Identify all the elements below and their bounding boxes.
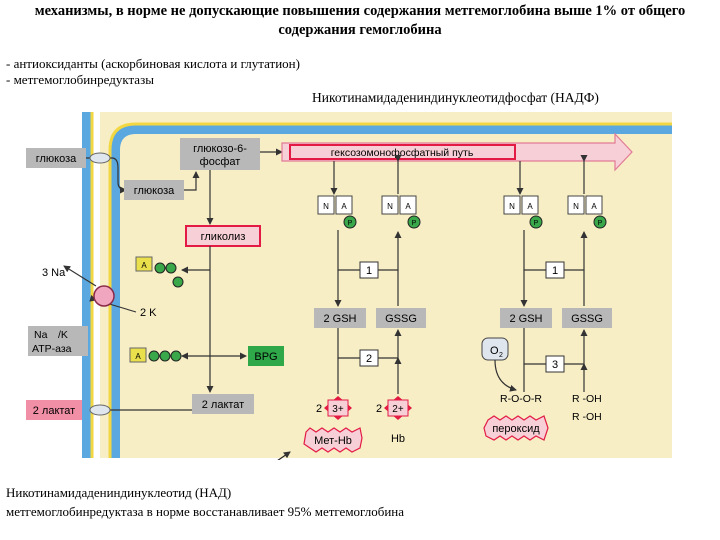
svg-text:N: N: [509, 202, 515, 211]
lactate-out-label: 2 лактат: [33, 405, 75, 417]
page-title: механизмы, в норме не допускающие повыше…: [34, 3, 686, 38]
svg-text:/K: /K: [58, 329, 68, 341]
svg-text:Na: Na: [34, 329, 48, 341]
pentose-path-box: [289, 144, 516, 160]
erythrocyte-metabolism-diagram: глюкоза глюкоза глюкозо-6- фосфат гексоз…: [26, 112, 672, 460]
svg-text:P: P: [412, 220, 417, 227]
peroxide-label: пероксид: [492, 423, 540, 435]
svg-text:P: P: [534, 220, 539, 227]
step-1-left: 1: [366, 265, 372, 277]
svg-text:2: 2: [376, 403, 382, 415]
svg-text:N: N: [387, 202, 393, 211]
roh-label-1: R -OH: [572, 393, 602, 405]
svg-text:A: A: [405, 202, 411, 211]
footer-text: метгемоглобинредуктаза в норме восстанав…: [6, 504, 405, 519]
svg-text:N: N: [323, 202, 329, 211]
gssg-label-right: GSSG: [571, 313, 603, 325]
gssg-box-right: [562, 308, 612, 328]
lactate-in-box: [192, 394, 254, 414]
gssg-box-left: [376, 308, 426, 328]
pentose-path-label: гексозомонофосфатный путь: [331, 147, 474, 159]
lactate-in-label: 2 лактат: [202, 399, 244, 411]
atp-molecule-top: A: [135, 256, 184, 288]
nadp-cycle-right: N A P N A P 1 2 GSH GSSG 3: [500, 155, 612, 392]
svg-text:A: A: [141, 261, 147, 270]
svg-text:2: 2: [499, 352, 503, 359]
bullet-reductases: - метгемоглобинредуктазы: [6, 72, 154, 87]
methb-badge: [303, 427, 363, 453]
glucose-out-label: глюкоза: [36, 153, 77, 165]
fe2-label: 2+: [392, 404, 404, 415]
nadph-label: Никотинамидадениндинуклеотидфосфат (НАДФ…: [312, 90, 599, 105]
gsh-box-right: [500, 308, 552, 328]
svg-text:P: P: [348, 220, 353, 227]
step-1-right: 1: [552, 265, 558, 277]
fe3-label: 3+: [332, 404, 344, 415]
g6p-label-2: фосфат: [200, 156, 241, 168]
lactate-out-box: [26, 400, 82, 420]
svg-text:N: N: [573, 202, 579, 211]
glucose-out-box: [26, 148, 86, 168]
hb-label: Hb: [391, 433, 405, 445]
step-3-right: 3: [552, 359, 558, 371]
svg-text:ATP-аза: ATP-аза: [32, 343, 72, 355]
svg-text:A: A: [591, 202, 597, 211]
k-label: 2 K: [140, 307, 157, 319]
glycolysis-box: [185, 225, 261, 247]
gsh-label-left: 2 GSH: [323, 313, 356, 325]
na-label: 3 Na: [42, 267, 66, 279]
peroxide-badge: [483, 415, 549, 441]
g6p-box: [180, 138, 260, 170]
bpg-label: BPG: [254, 351, 277, 363]
atpase-box: [28, 326, 88, 356]
roor-label: R-O-O-R: [500, 393, 542, 405]
svg-text:A: A: [341, 202, 347, 211]
svg-text:P: P: [598, 220, 603, 227]
nad-label: Никотинамидадениндинуклеотид (НАД): [6, 485, 232, 500]
atpase-pump: [93, 285, 115, 307]
bpg-box: [248, 346, 284, 366]
step-2-left: 2: [366, 353, 372, 365]
roh-label-2: R -OH: [572, 411, 602, 423]
nadp-cycle-left: N A P N A P 1 2 GSH GSSG 2: [314, 155, 426, 394]
glucose-in-label: глюкоза: [134, 185, 175, 197]
membrane-outer: [82, 112, 92, 458]
gsh-label-right: 2 GSH: [509, 313, 542, 325]
bullet-antioxidants: - антиоксиданты (аскорбиновая кислота и …: [6, 56, 300, 71]
svg-text:A: A: [135, 352, 141, 361]
svg-text:A: A: [527, 202, 533, 211]
g6p-label-1: глюкозо-6-: [193, 143, 247, 155]
atp-molecule-bottom: A: [129, 347, 182, 363]
methb-label: Мет-Hb: [314, 435, 352, 447]
gsh-box-left: [314, 308, 366, 328]
o2-label: O: [490, 345, 499, 357]
svg-text:2: 2: [316, 403, 322, 415]
glycolysis-label: гликолиз: [201, 231, 246, 243]
glucose-in-box: [124, 180, 184, 200]
gssg-label-left: GSSG: [385, 313, 417, 325]
